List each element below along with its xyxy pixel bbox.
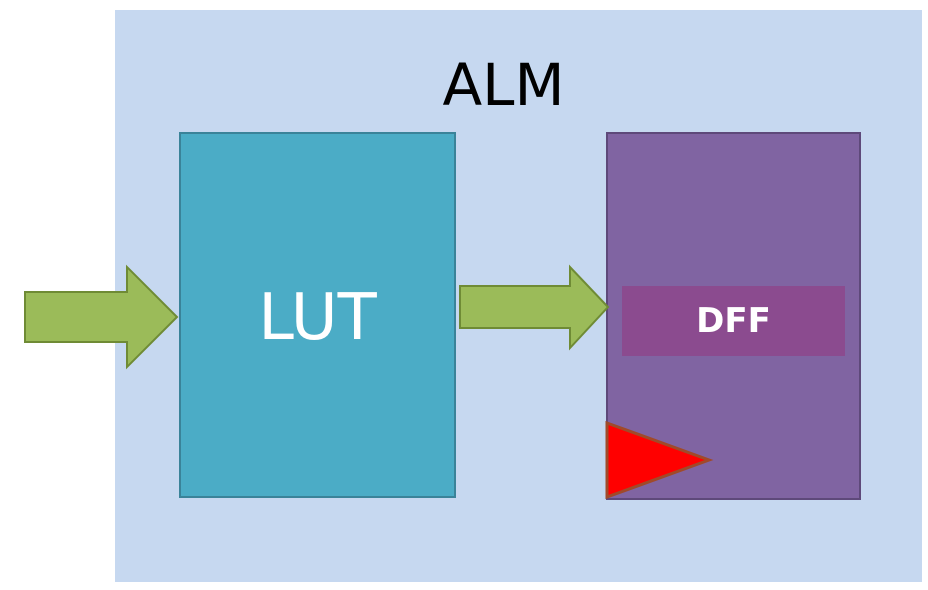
input-arrow-icon [24, 264, 179, 370]
dff-label: DFF [696, 301, 771, 341]
alm-title: ALM [442, 51, 565, 119]
lut-to-dff-arrow-icon [459, 264, 610, 351]
clock-triangle-icon [605, 420, 714, 500]
dff-block [622, 286, 845, 356]
lut-block [179, 132, 456, 498]
lut-label: LUT [258, 281, 377, 355]
